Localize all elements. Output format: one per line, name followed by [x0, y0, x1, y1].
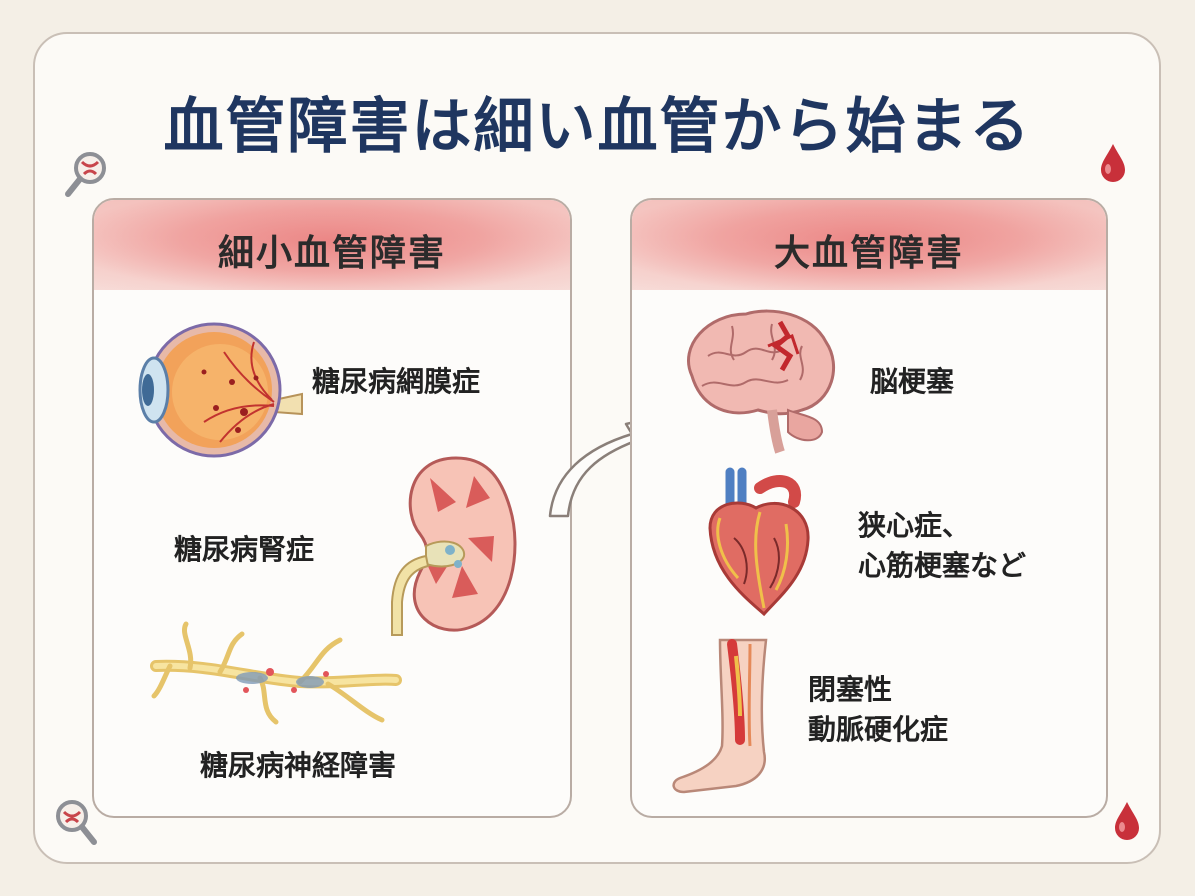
item-label-line: 心筋梗塞など	[858, 549, 1027, 582]
macrovascular-panel: 大血管障害 脳梗塞 狭心症、 心筋梗塞など 閉塞性 動脈硬化症	[630, 198, 1108, 818]
item-label-line: 狭心症、	[858, 509, 971, 542]
item-label: 糖尿病神経障害	[200, 749, 397, 782]
brain-icon	[687, 309, 836, 454]
leg-artery-icon	[672, 638, 768, 794]
heart-icon	[708, 467, 810, 617]
blood-drop-icon	[1101, 144, 1125, 182]
panel-heading: 大血管障害	[773, 233, 964, 274]
page-title: 血管障害は細い血管から始まる	[163, 92, 1032, 162]
nerve-icon	[150, 621, 402, 725]
item-label: 糖尿病網膜症	[312, 365, 481, 398]
item-label-line: 脳梗塞	[870, 365, 955, 398]
panel-heading: 細小血管障害	[217, 233, 446, 274]
panel-header: 細小血管障害	[94, 200, 570, 290]
magnifier-icon	[65, 152, 106, 197]
panel-header: 大血管障害	[632, 200, 1106, 290]
blood-drop-icon	[1115, 802, 1139, 840]
item-label: 脳梗塞	[870, 362, 954, 402]
item-label-line: 動脈硬化症	[808, 713, 949, 746]
item-label-line: 閉塞性	[808, 673, 893, 706]
item-label: 狭心症、 心筋梗塞など	[858, 506, 1026, 586]
kidney-icon	[391, 456, 517, 636]
magnifier-icon	[56, 800, 97, 845]
item-label: 糖尿病腎症	[174, 533, 315, 566]
eye-icon	[138, 322, 303, 458]
microvascular-panel: 細小血管障害 糖尿病網膜症 糖尿病腎症 糖尿病神経障害	[92, 198, 572, 818]
item-label: 閉塞性 動脈硬化症	[808, 670, 948, 750]
